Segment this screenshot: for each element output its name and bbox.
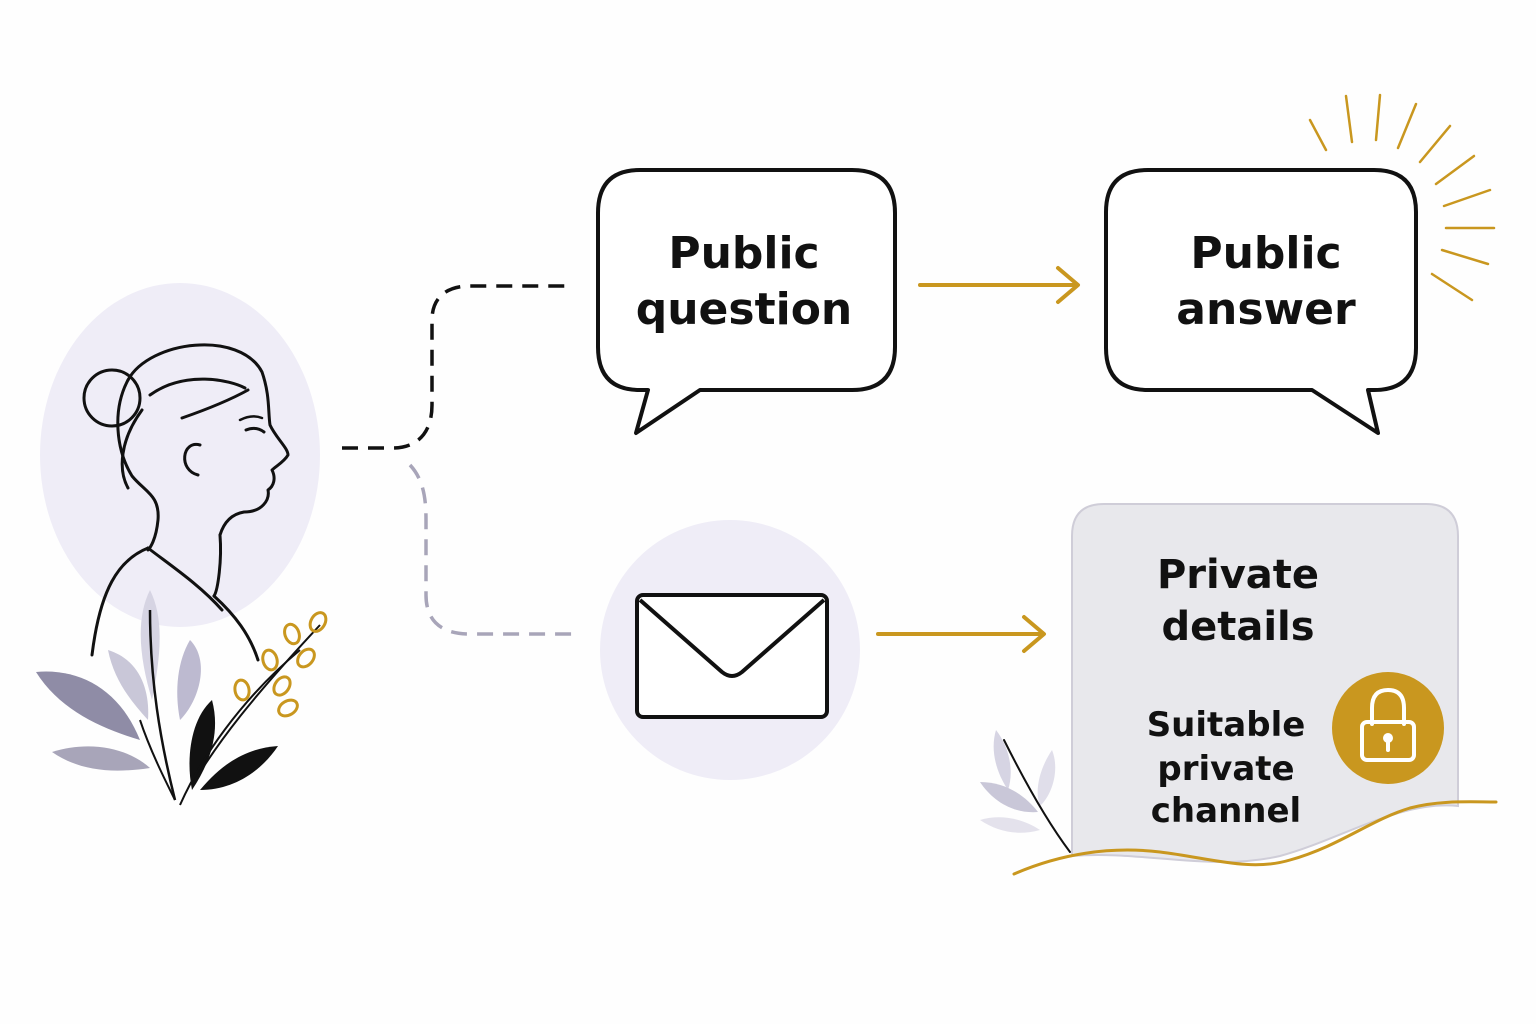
private-details-line1: Private (1157, 552, 1319, 598)
arrow-envelope-to-private (876, 615, 1046, 653)
arrow-question-to-answer (918, 266, 1080, 304)
ground-wave-line (1012, 800, 1498, 876)
public-answer-bubble: Public answer (1104, 168, 1418, 435)
envelope-icon (600, 520, 860, 780)
panel-foliage-decoration (980, 730, 1071, 853)
private-channel-line1: Suitable (1147, 705, 1306, 745)
connector-to-public-question (342, 284, 568, 450)
public-question-bubble: Public question (596, 168, 897, 435)
private-details-line2: details (1161, 604, 1314, 650)
person-profile-icon (40, 283, 320, 662)
padlock-icon (1332, 672, 1444, 784)
public-answer-line1: Public (1190, 228, 1341, 279)
sun-rays-icon (1308, 93, 1496, 302)
private-channel-line3: channel (1151, 791, 1301, 831)
public-answer-line2: answer (1176, 284, 1356, 335)
public-question-line2: question (636, 284, 853, 335)
private-channel-line2: private (1157, 749, 1294, 789)
left-foliage-decoration (36, 590, 328, 806)
public-question-line1: Public (668, 228, 819, 279)
connector-to-private-message (408, 463, 578, 636)
